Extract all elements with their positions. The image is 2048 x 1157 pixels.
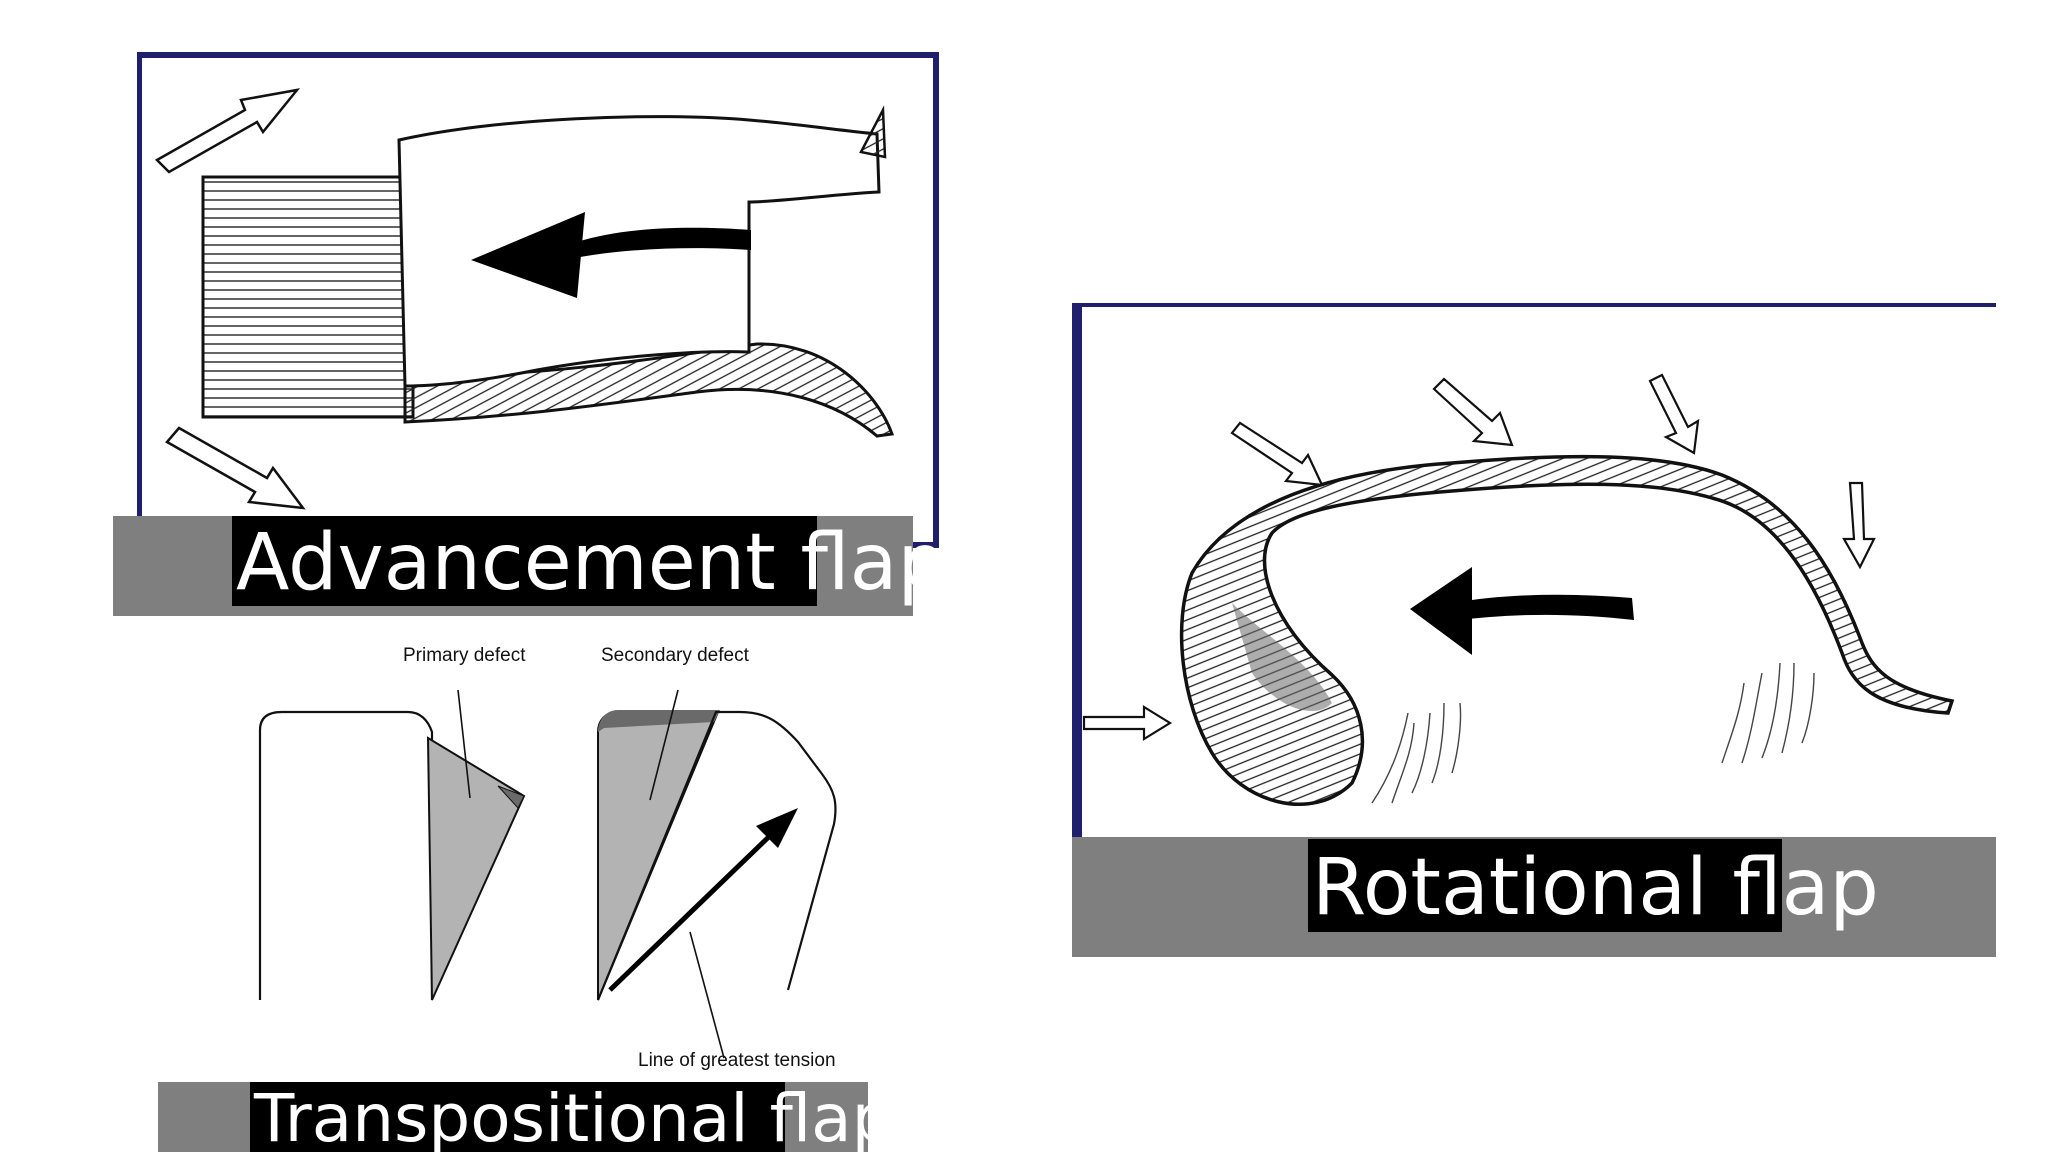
solid-arrow-icon <box>608 808 798 992</box>
transpositional-flap-illustration <box>258 689 837 1059</box>
line-of-tension-label: Line of greatest tension <box>638 1050 836 1071</box>
flap-sheet <box>397 115 881 388</box>
hollow-arrow-icon <box>1230 421 1324 487</box>
primary-defect-label: Primary defect <box>403 645 526 666</box>
left-skin-outline <box>258 710 434 1000</box>
hollow-arrow-icon <box>154 88 301 174</box>
solid-arrow-icon <box>471 212 751 298</box>
transposed-flap-outline <box>596 710 837 1001</box>
rotational-flap-panel: Rotational flap <box>1072 303 1996 957</box>
rotational-flap-illustration <box>1072 303 1996 843</box>
advancement-flap-panel: Advancement flap <box>113 52 947 616</box>
secondary-defect-label: Secondary defect <box>601 645 749 666</box>
transpositional-flap-panel: Primary defect Secondary defect Line of … <box>158 640 894 1152</box>
rotational-flap <box>1179 454 1955 807</box>
primary-defect-shape <box>426 736 526 1001</box>
defect-block <box>201 175 415 419</box>
primary-defect-leader <box>457 689 471 799</box>
advancement-caption: Advancement flap <box>232 516 947 606</box>
hollow-arrow-icon <box>165 426 306 510</box>
flap-lower-band <box>403 342 895 438</box>
secondary-defect-leader <box>649 689 679 801</box>
hair-strokes <box>1371 662 1815 804</box>
rotational-caption: Rotational flap <box>1308 839 1879 932</box>
hollow-arrow-icon <box>1842 481 1876 570</box>
transpositional-caption: Transpositional flap <box>250 1082 894 1152</box>
tension-leader <box>689 931 725 1059</box>
advancement-flap-illustration <box>137 52 939 548</box>
hollow-arrow-icon <box>1082 705 1173 741</box>
hollow-arrow-icon <box>1648 373 1700 455</box>
flap-curl-shadow <box>1232 603 1332 712</box>
flap-corner-fold <box>859 105 887 159</box>
hollow-arrow-icon <box>1432 377 1514 447</box>
solid-arrow-icon <box>1410 567 1634 655</box>
